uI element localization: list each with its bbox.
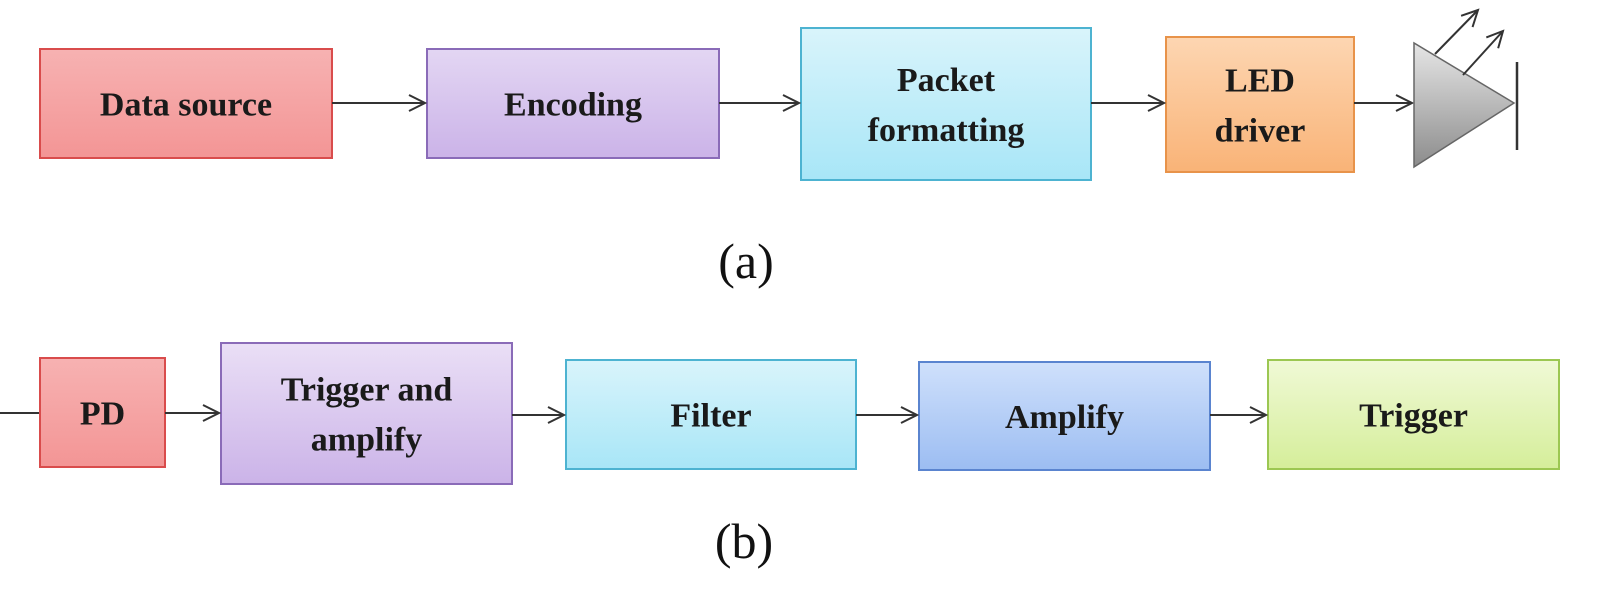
caption-a: (a) [718, 233, 774, 289]
block-data-source-box [39, 48, 333, 159]
block-filter: Filter [565, 359, 857, 470]
filter-label-line: Filter [670, 398, 751, 435]
block-trigger: Trigger [1267, 359, 1560, 470]
block-data-source: Data source [39, 48, 333, 159]
block-encoding-label: Encoding [504, 87, 642, 124]
caption-b: (b) [715, 513, 773, 569]
led-triangle-icon [1413, 10, 1519, 169]
block-pd-box [39, 357, 166, 468]
block-amplify-label: Amplify [1005, 399, 1124, 436]
packet-formatting-label-line: Packet [897, 62, 996, 99]
block-encoding-box [426, 48, 720, 159]
block-pd-label: PD [80, 396, 125, 433]
packet-formatting-label-line: formatting [868, 112, 1025, 149]
block-amplify: Amplify [918, 361, 1211, 471]
block-filter-box [565, 359, 857, 470]
block-trigger-and-amplify-box [220, 342, 513, 485]
trigger-label-line: Trigger [1359, 398, 1468, 435]
block-pd: PD [39, 357, 166, 468]
led-driver-label-line: LED [1225, 63, 1295, 100]
block-led-driver: LED driver [1165, 36, 1355, 173]
block-packet-formatting: Packet formatting [800, 27, 1092, 181]
block-trigger-label: Trigger [1359, 398, 1468, 435]
block-packet-formatting-box [800, 27, 1092, 181]
amplify-label-line: Amplify [1005, 399, 1124, 436]
led-driver-label-line: driver [1215, 113, 1306, 150]
block-data-source-label: Data source [100, 87, 272, 124]
block-led-driver-label: LED driver [1215, 63, 1306, 150]
transmitter-chain: Data source Encoding Packet formatting LE… [39, 10, 1519, 289]
trigger-and-amplify-label-line: amplify [311, 422, 422, 459]
block-trigger-and-amplify-label: Trigger and amplify [281, 372, 453, 459]
block-encoding: Encoding [426, 48, 720, 159]
trigger-and-amplify-label-line: Trigger and [281, 372, 453, 409]
data-source-label-line: Data source [100, 87, 272, 124]
block-filter-label: Filter [670, 398, 751, 435]
block-packet-formatting-label: Packet formatting [868, 62, 1025, 149]
receiver-chain: PD Trigger and amplify Filter Amplify Tri… [0, 342, 1560, 569]
block-trigger-and-amplify: Trigger and amplify [220, 342, 513, 485]
block-trigger-box [1267, 359, 1560, 470]
pd-label-line: PD [80, 396, 125, 433]
block-led-driver-box [1165, 36, 1355, 173]
encoding-label-line: Encoding [504, 87, 642, 124]
